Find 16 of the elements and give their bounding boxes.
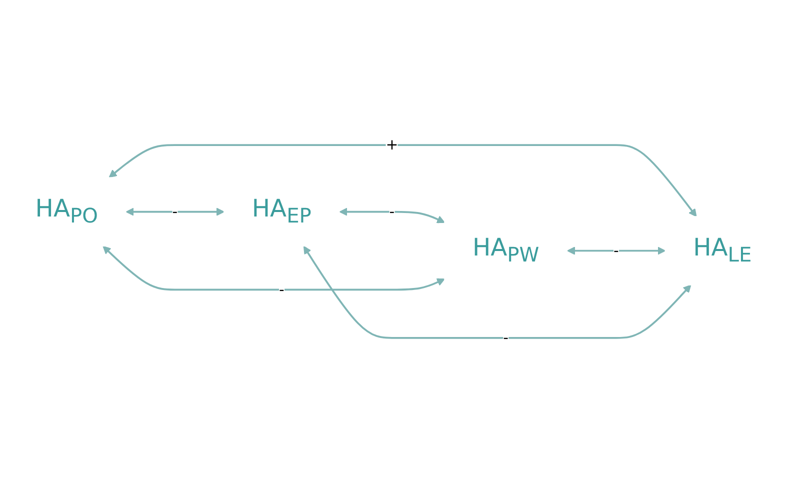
- node-text: HA$_{LE}$: [693, 234, 752, 267]
- arrow: [567, 246, 666, 255]
- arrow: [303, 246, 692, 339]
- arrow: [126, 208, 224, 216]
- node-text: HA$_{PW}$: [472, 234, 540, 267]
- arrow: [108, 144, 697, 217]
- edge-label: -: [172, 202, 178, 220]
- node-text: HA$_{EP}$: [252, 195, 312, 228]
- arrow: [339, 208, 445, 224]
- edge-label: -: [613, 241, 619, 260]
- edge-label: +: [386, 136, 398, 154]
- edge-label: -: [389, 202, 395, 220]
- edge-label: -: [503, 328, 508, 346]
- arrow: [102, 246, 445, 291]
- node-text: HA$_{PO}$: [35, 195, 98, 228]
- edge-label: -: [278, 280, 284, 298]
